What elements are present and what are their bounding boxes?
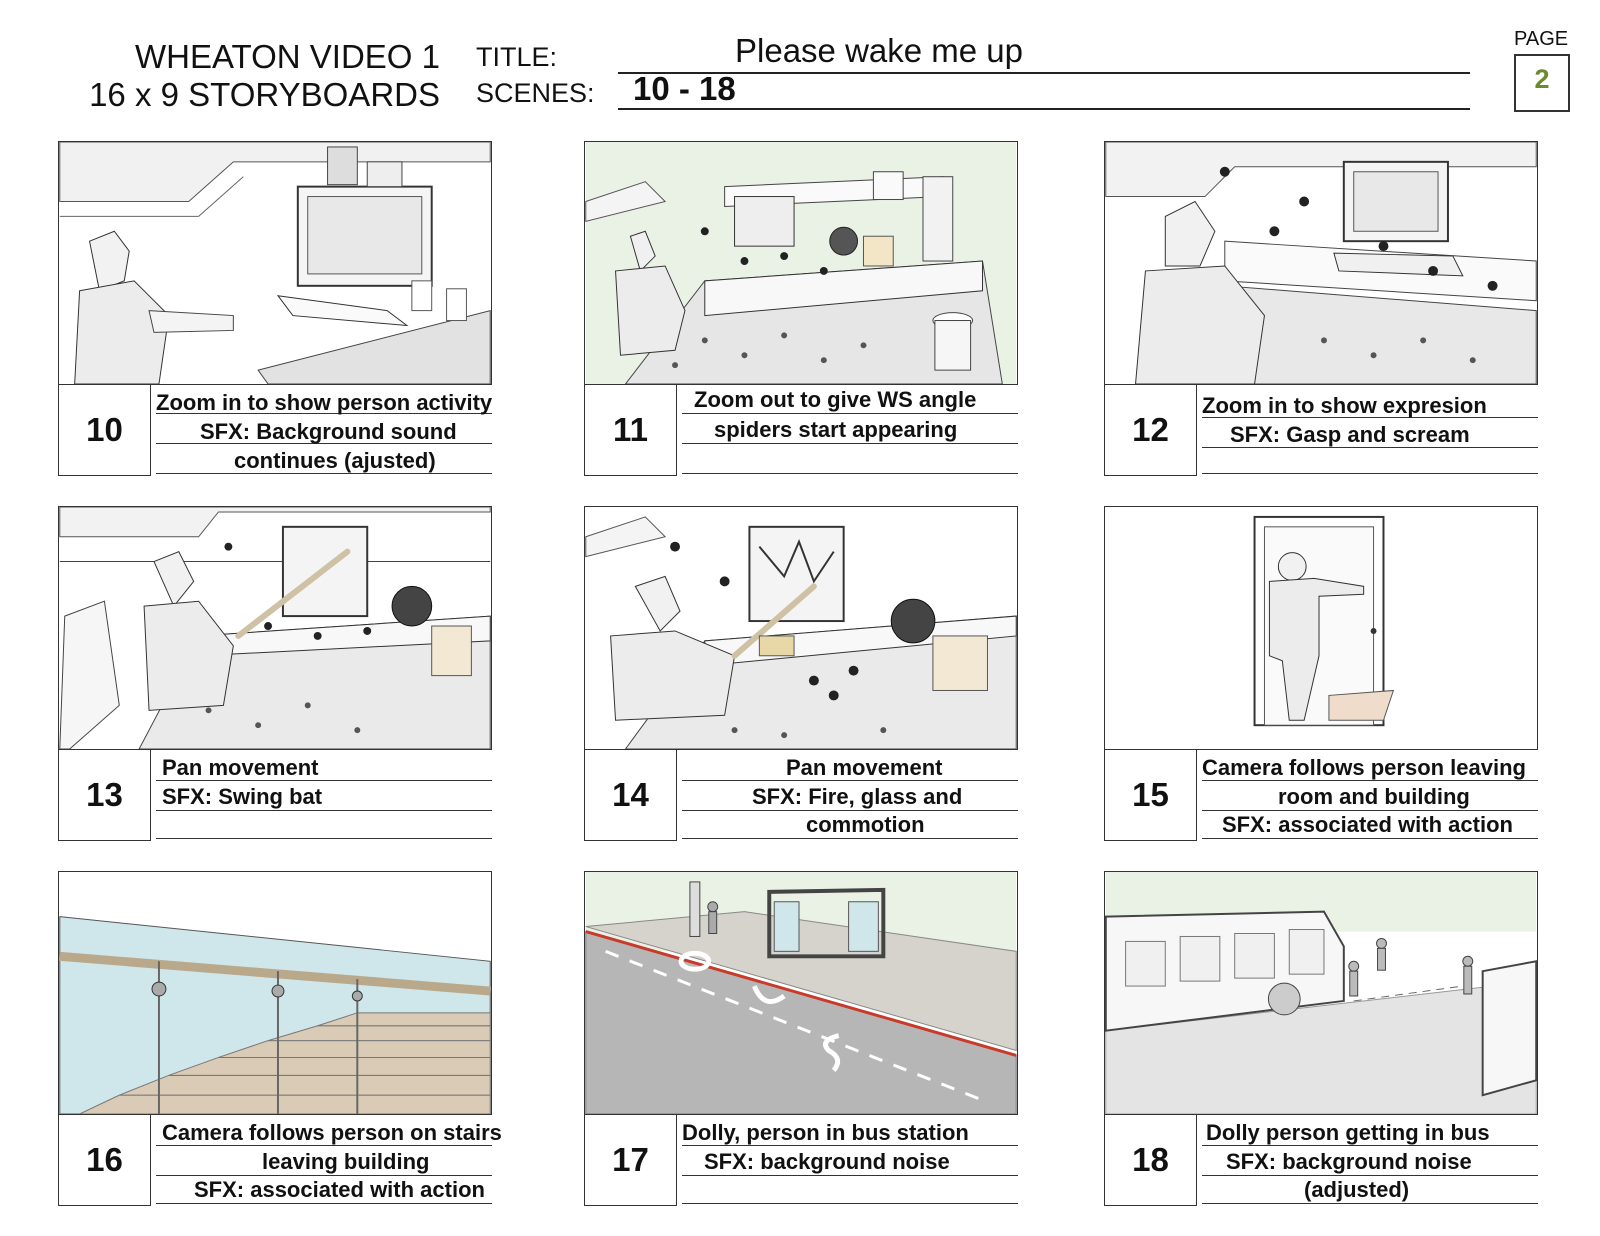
scene-description: Camera follows person on stairs leaving … bbox=[156, 1115, 502, 1206]
sketch-frame bbox=[1104, 506, 1538, 750]
scene-description: Dolly, person in bus station SFX: backgr… bbox=[682, 1115, 1018, 1206]
storyboard-header: WHEATON VIDEO 1 16 x 9 STORYBOARDS bbox=[40, 38, 440, 114]
office-desk-sketch bbox=[59, 142, 491, 384]
description-line-2: SFX: background noise bbox=[1226, 1149, 1472, 1174]
description-line-3: commotion bbox=[806, 812, 925, 837]
scene-number: 14 bbox=[584, 750, 677, 841]
description-line-3: SFX: associated with action bbox=[1222, 812, 1513, 837]
description-line-3: (adjusted) bbox=[1304, 1177, 1410, 1202]
description-line-1: Pan movement bbox=[786, 755, 943, 780]
description-line-1: Dolly person getting in bus bbox=[1206, 1120, 1490, 1145]
scared-person-sketch bbox=[1105, 142, 1537, 384]
sketch-frame bbox=[58, 141, 492, 385]
scenes-underline bbox=[618, 108, 1470, 110]
staircase-sketch bbox=[59, 916, 491, 1114]
description-line-2: leaving building bbox=[262, 1149, 430, 1174]
description-line-2: SFX: Fire, glass and bbox=[752, 784, 963, 809]
page-number: 2 bbox=[1514, 54, 1570, 112]
bus-station-sketch bbox=[585, 872, 1017, 1114]
description-line-1: Zoom out to give WS angle bbox=[694, 387, 977, 412]
scene-description: Zoom in to show person activity SFX: Bac… bbox=[156, 385, 492, 476]
description-line-3: continues (ajusted) bbox=[234, 448, 436, 473]
description-line-2: SFX: Background sound bbox=[200, 419, 457, 444]
scene-number: 11 bbox=[584, 385, 677, 476]
description-line-2: SFX: background noise bbox=[704, 1149, 950, 1174]
office-wide-sketch bbox=[585, 142, 1017, 384]
smashed-monitor-sketch bbox=[585, 516, 1017, 749]
bat-swing-sketch bbox=[59, 507, 491, 749]
scene-number: 18 bbox=[1104, 1115, 1197, 1206]
bus-boarding-sketch bbox=[1105, 872, 1537, 1114]
scene-description: Camera follows person leaving room and b… bbox=[1202, 750, 1538, 841]
description-line-1: Camera follows person leaving bbox=[1202, 755, 1526, 780]
scenes-value: 10 - 18 bbox=[633, 70, 736, 107]
project-name: WHEATON VIDEO 1 bbox=[135, 38, 440, 75]
description-line-2: spiders start appearing bbox=[714, 417, 958, 442]
scene-description: Zoom out to give WS angle spiders start … bbox=[682, 385, 1018, 476]
page-label: PAGE bbox=[1514, 28, 1569, 50]
scene-number: 16 bbox=[58, 1115, 151, 1206]
sketch-frame bbox=[584, 141, 1018, 385]
description-line-2: SFX: Swing bat bbox=[162, 784, 323, 809]
scene-number: 12 bbox=[1104, 385, 1197, 476]
scene-description: Pan movement SFX: Fire, glass and commot… bbox=[682, 750, 1018, 841]
description-line-1: Camera follows person on stairs bbox=[162, 1120, 502, 1145]
sketch-frame bbox=[1104, 141, 1538, 385]
scene-description: Dolly person getting in bus SFX: backgro… bbox=[1202, 1115, 1538, 1206]
title-value: Please wake me up bbox=[735, 32, 1023, 69]
scene-number: 15 bbox=[1104, 750, 1197, 841]
sketch-frame bbox=[584, 506, 1018, 750]
description-line-1: Zoom in to show person activity bbox=[156, 390, 493, 415]
description-line-2: room and building bbox=[1278, 784, 1470, 809]
description-line-1: Pan movement bbox=[162, 755, 319, 780]
sketch-frame bbox=[1104, 871, 1538, 1115]
scene-description: Pan movement SFX: Swing bat bbox=[156, 750, 492, 841]
title-label: TITLE: bbox=[476, 42, 558, 72]
scene-number: 10 bbox=[58, 385, 151, 476]
scene-number: 17 bbox=[584, 1115, 677, 1206]
title-underline bbox=[618, 72, 1470, 74]
sketch-frame bbox=[58, 871, 492, 1115]
storyboard-format: 16 x 9 STORYBOARDS bbox=[89, 76, 440, 113]
scene-description: Zoom in to show expresion SFX: Gasp and … bbox=[1202, 385, 1538, 476]
description-line-1: Zoom in to show expresion bbox=[1202, 393, 1487, 418]
scene-number: 13 bbox=[58, 750, 151, 841]
description-line-2: SFX: Gasp and scream bbox=[1230, 422, 1470, 447]
sketch-frame bbox=[58, 506, 492, 750]
person-at-door-sketch bbox=[1253, 515, 1395, 727]
description-line-1: Dolly, person in bus station bbox=[682, 1120, 969, 1145]
description-line-3: SFX: associated with action bbox=[194, 1177, 485, 1202]
sketch-frame bbox=[584, 871, 1018, 1115]
scenes-label: SCENES: bbox=[476, 78, 595, 108]
